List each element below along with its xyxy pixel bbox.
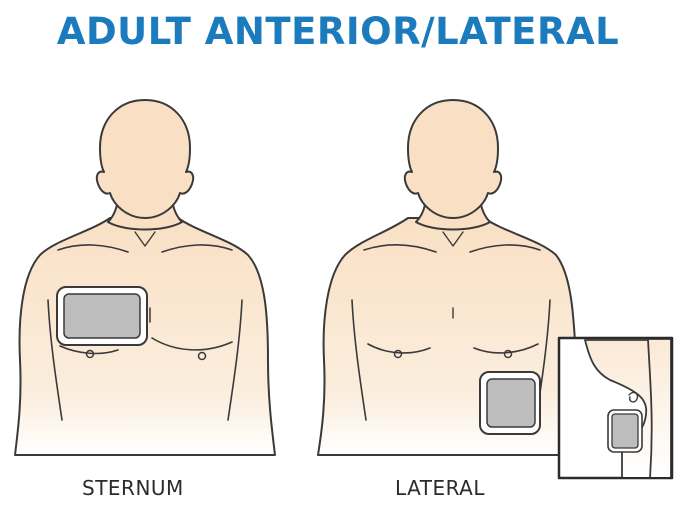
label-sternum: STERNUM [82, 476, 184, 500]
figure-sternum [15, 100, 275, 455]
label-lateral: LATERAL [395, 476, 485, 500]
head-left [97, 100, 193, 218]
figure-lateral [318, 100, 585, 455]
torso-right [318, 218, 585, 455]
electrode-pad-lateral [480, 372, 540, 434]
head-right [405, 100, 501, 218]
inset-side-view [559, 338, 672, 478]
electrode-pad-sternum [57, 287, 150, 345]
